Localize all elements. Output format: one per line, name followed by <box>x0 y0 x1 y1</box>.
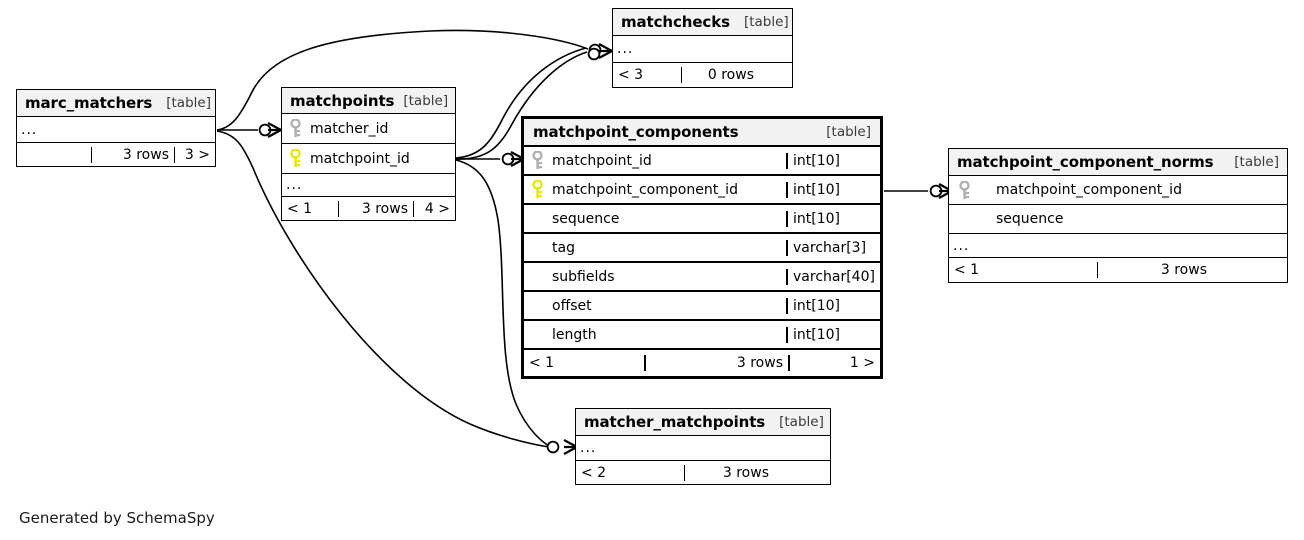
ellipsis-row: ... <box>576 436 830 461</box>
footer-children: 3 > <box>174 146 215 163</box>
table-footer: < 3 0 rows <box>613 63 792 87</box>
table-matchpoints[interactable]: matchpoints [table] matcher_id matchpoin… <box>281 87 456 221</box>
column-type: varchar[3] <box>786 239 880 256</box>
column-type: varchar[40] <box>786 268 880 285</box>
table-type-tag: [table] <box>1234 154 1279 170</box>
footer-rowcount: 3 rows <box>644 355 788 371</box>
edge-endpoint-circle <box>258 123 272 137</box>
column-row[interactable]: matcher_id <box>282 114 455 144</box>
ellipsis-row: ... <box>17 117 215 143</box>
column-name: matchpoint_id <box>552 152 652 169</box>
table-type-tag: [table] <box>826 124 871 140</box>
footer-rowcount: 0 rows <box>681 67 759 83</box>
table-type-tag: [table] <box>743 14 789 30</box>
footer-children: 1 > <box>788 355 880 371</box>
edge-endpoint-circle <box>588 43 602 57</box>
table-title: matcher_matchpoints <box>584 413 766 431</box>
foreign-key-icon <box>524 151 550 170</box>
edge-endpoint-circle <box>501 152 515 166</box>
table-header: matchchecks [table] <box>613 9 792 36</box>
ellipsis-label: ... <box>21 121 38 138</box>
column-row[interactable]: matchpoint_id <box>282 144 455 174</box>
table-title: matchpoint_components <box>533 123 739 141</box>
column-row[interactable]: sequence int[10] <box>524 205 880 234</box>
column-name: tag <box>552 239 575 256</box>
column-name: sequence <box>552 210 620 227</box>
table-matchpoint_components[interactable]: matchpoint_components [table] matchpoint… <box>521 116 883 379</box>
edge-endpoint-circle <box>929 184 943 198</box>
footer-rowcount: 3 rows <box>91 146 174 163</box>
ellipsis-label: ... <box>953 237 970 254</box>
edge-endpoint-circle <box>587 47 601 61</box>
footer-rowcount: 3 rows <box>338 200 413 217</box>
table-title: marc_matchers <box>25 94 153 112</box>
footer-parents: < 1 <box>954 262 980 278</box>
generated-by-credit: Generated by SchemaSpy <box>19 509 215 527</box>
footer-rowcount: 3 rows <box>1097 262 1212 278</box>
footer-children: 4 > <box>413 200 455 217</box>
column-row[interactable]: matchpoint_component_id <box>949 176 1287 205</box>
table-type-tag: [table] <box>779 414 824 430</box>
column-type: int[10] <box>786 326 880 343</box>
table-footer: < 1 3 rows 1 > <box>524 350 880 376</box>
ellipsis-row: ... <box>282 174 455 197</box>
column-type: int[10] <box>786 152 880 169</box>
table-title: matchchecks <box>621 13 730 31</box>
footer-parents: < 2 <box>581 464 607 481</box>
column-type: int[10] <box>786 297 880 314</box>
edge-endpoint-circle <box>546 440 560 454</box>
column-name: matchpoint_component_id <box>996 182 1182 198</box>
column-type: int[10] <box>786 210 880 227</box>
foreign-key-icon <box>282 119 308 138</box>
primary-key-icon <box>282 149 308 168</box>
ellipsis-label: ... <box>286 177 303 193</box>
table-type-tag: [table] <box>403 92 449 109</box>
table-header: matchpoints [table] <box>282 88 455 114</box>
ellipsis-row: ... <box>613 36 792 63</box>
primary-key-icon <box>524 180 550 199</box>
column-name: length <box>552 326 597 343</box>
column-name: matchpoint_id <box>310 150 410 167</box>
table-marc_matchers[interactable]: marc_matchers [table] ... 3 rows 3 > <box>16 89 216 167</box>
footer-parents: < 3 <box>618 67 644 83</box>
table-footer: < 1 3 rows <box>949 258 1287 282</box>
foreign-key-icon <box>949 180 979 200</box>
column-row[interactable]: tag varchar[3] <box>524 234 880 263</box>
table-matcher_matchpoints[interactable]: matcher_matchpoints [table] ... < 2 3 ro… <box>575 408 831 485</box>
column-type: int[10] <box>786 181 880 198</box>
column-name: matcher_id <box>310 120 389 137</box>
table-header: matchpoint_component_norms [table] <box>949 149 1287 176</box>
table-matchchecks[interactable]: matchchecks [table] ... < 3 0 rows <box>612 8 793 88</box>
table-type-tag: [table] <box>166 95 211 111</box>
footer-parents: < 1 <box>529 355 555 371</box>
table-header: marc_matchers [table] <box>17 90 215 117</box>
table-footer: 3 rows 3 > <box>17 143 215 166</box>
ellipsis-label: ... <box>617 41 634 57</box>
column-name: sequence <box>996 211 1064 227</box>
table-header: matcher_matchpoints [table] <box>576 409 830 436</box>
table-header: matchpoint_components [table] <box>524 119 880 147</box>
column-name: offset <box>552 297 592 314</box>
table-matchpoint_component_norms[interactable]: matchpoint_component_norms [table] match… <box>948 148 1288 283</box>
footer-parents: < 1 <box>287 200 313 217</box>
column-name: subfields <box>552 268 615 285</box>
table-footer: < 1 3 rows 4 > <box>282 197 455 220</box>
table-title: matchpoint_component_norms <box>957 153 1214 171</box>
table-footer: < 2 3 rows <box>576 461 830 484</box>
column-row[interactable]: length int[10] <box>524 321 880 350</box>
table-title: matchpoints <box>290 91 395 110</box>
column-row[interactable]: offset int[10] <box>524 292 880 321</box>
column-row[interactable]: subfields varchar[40] <box>524 263 880 292</box>
footer-rowcount: 3 rows <box>684 464 774 481</box>
ellipsis-row: ... <box>949 234 1287 258</box>
column-row[interactable]: sequence <box>949 205 1287 234</box>
ellipsis-label: ... <box>580 440 597 456</box>
column-row[interactable]: matchpoint_component_id int[10] <box>524 176 880 205</box>
column-name: matchpoint_component_id <box>552 181 738 198</box>
column-row[interactable]: matchpoint_id int[10] <box>524 147 880 176</box>
